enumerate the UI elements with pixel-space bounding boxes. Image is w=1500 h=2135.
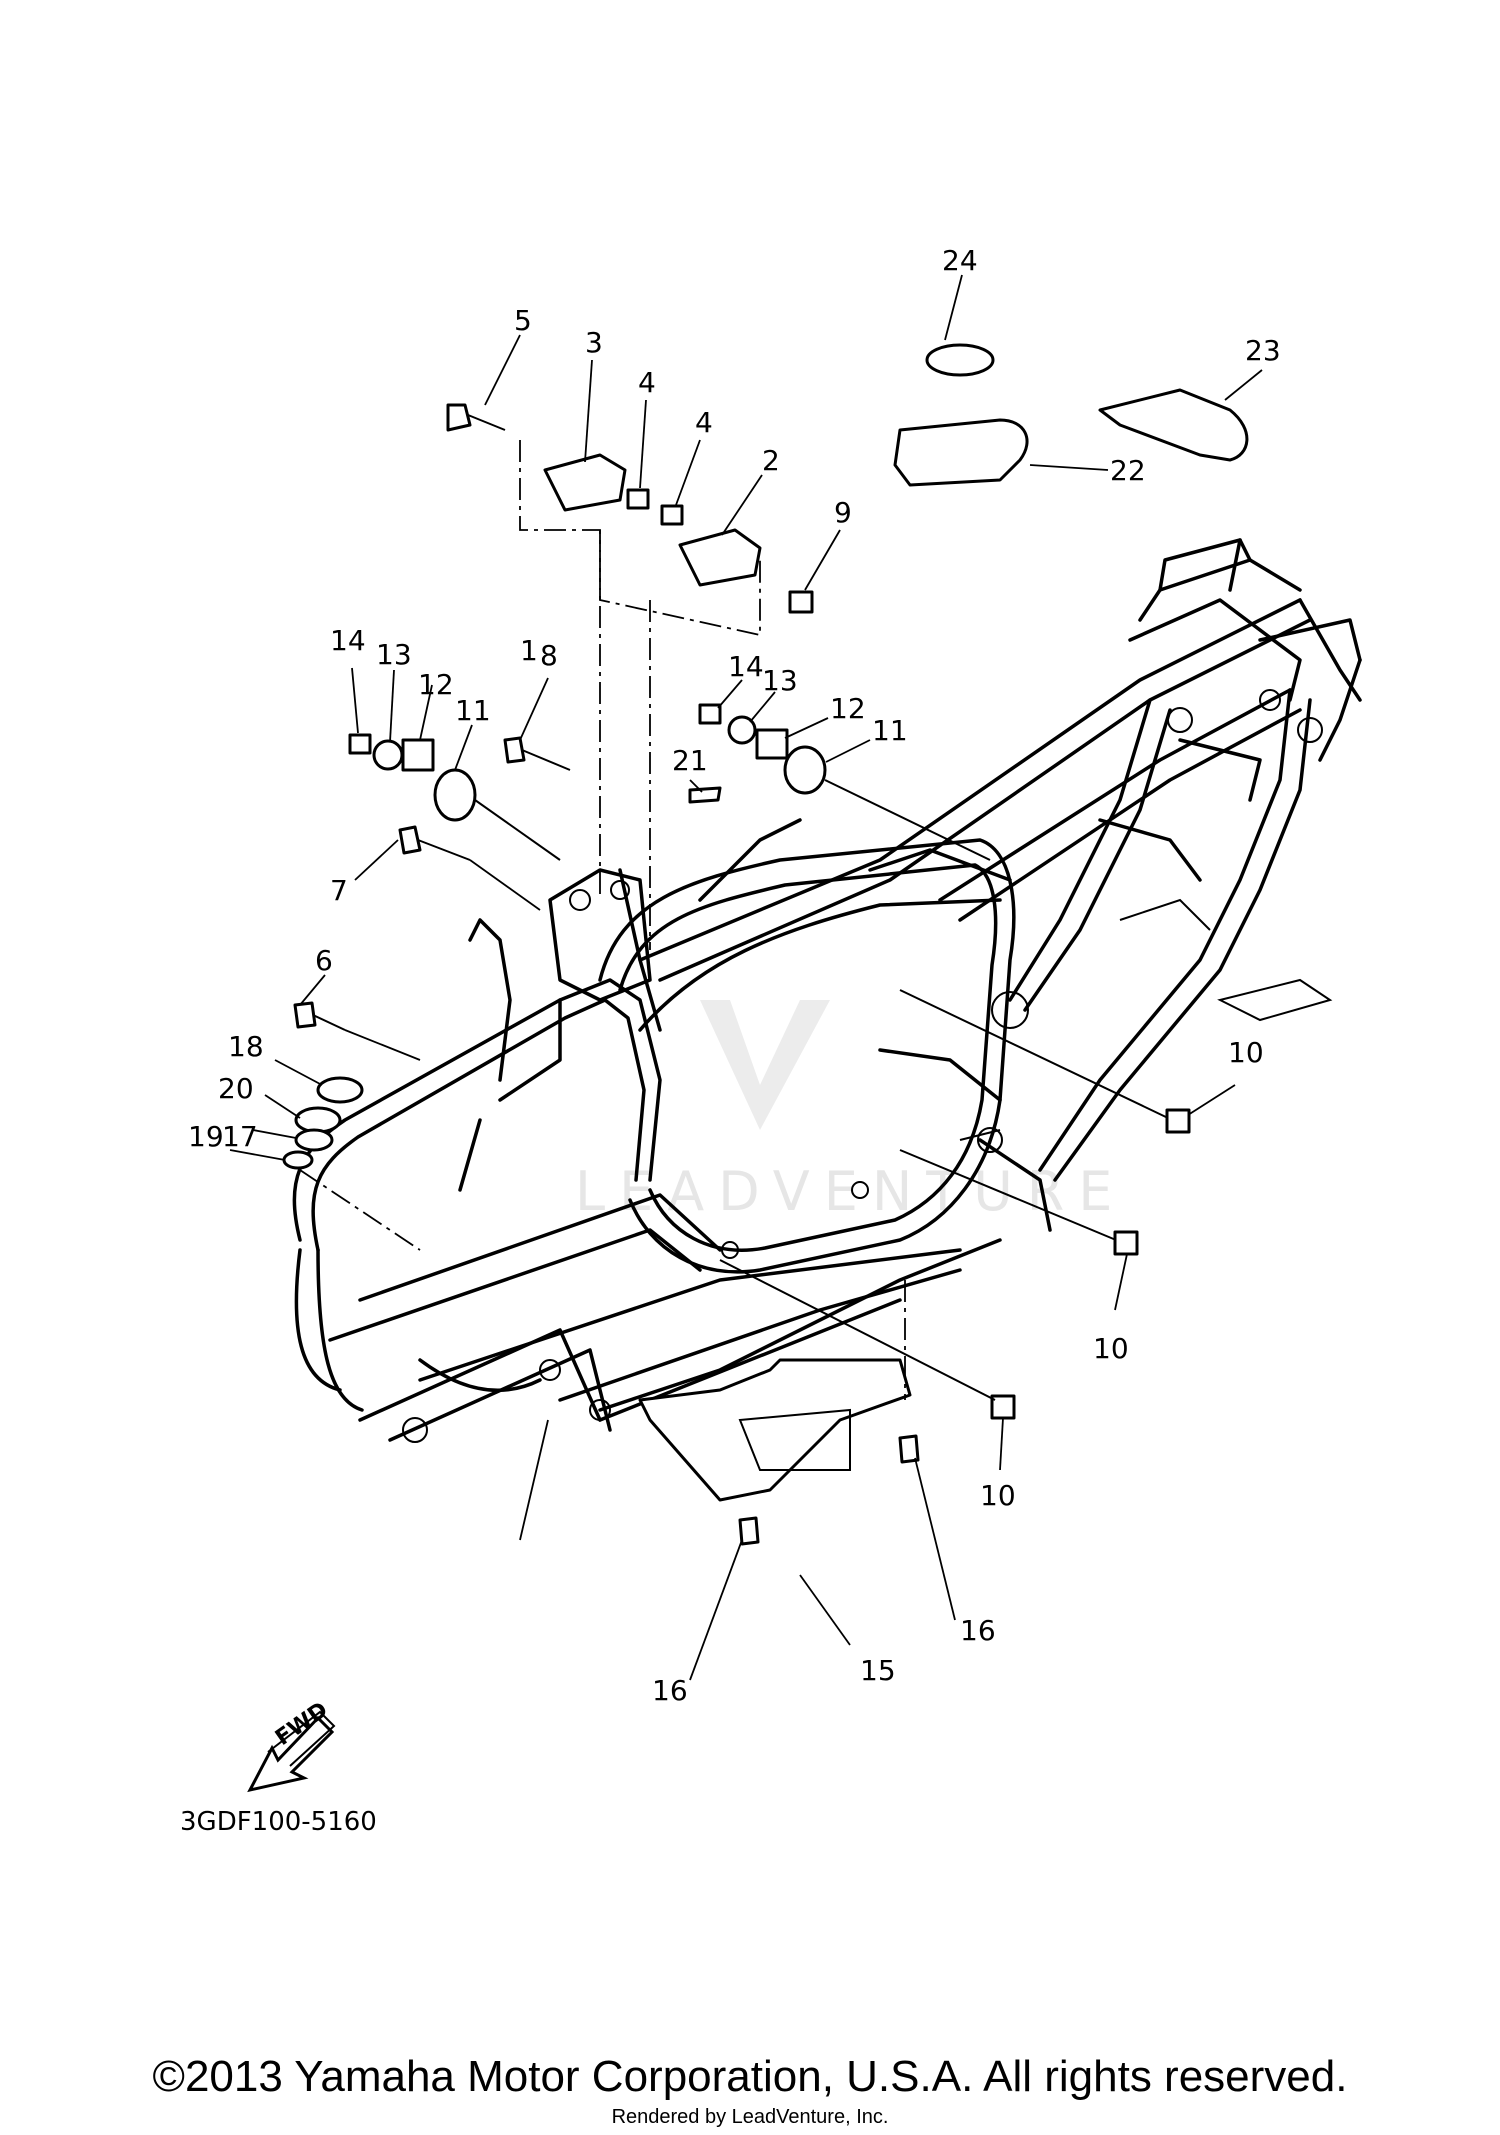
callout-9: 9 <box>834 496 852 529</box>
callout-4-b: 4 <box>695 406 713 439</box>
callout-8: 8 <box>540 639 558 672</box>
watermark-logo: LEADVENTURE <box>575 1000 1112 1223</box>
pad-22-shape <box>893 418 1029 487</box>
nut-10-a-shape <box>1165 1108 1191 1134</box>
callout-14-a: 14 <box>330 624 366 657</box>
fwd-arrow-icon: FWD <box>247 1697 336 1793</box>
bolt-5-shape <box>446 403 472 432</box>
callout-21: 21 <box>672 744 708 777</box>
callout-11-b: 11 <box>872 714 908 747</box>
label-24-shape <box>925 343 995 377</box>
plate-15-shape <box>638 1358 912 1502</box>
nut-10-b-shape <box>1113 1230 1139 1256</box>
callout-24: 24 <box>942 244 978 277</box>
callout-13-a: 13 <box>376 638 412 671</box>
callout-22: 22 <box>1110 454 1146 487</box>
callout-1: 1 <box>520 634 538 667</box>
main-frame-drawing <box>292 538 1362 1443</box>
callout-15: 15 <box>860 1654 896 1687</box>
callout-7: 7 <box>330 874 348 907</box>
callout-3: 3 <box>585 326 603 359</box>
callout-12-a: 12 <box>418 668 454 701</box>
bracket-2-shape <box>678 528 762 587</box>
callout-12-b: 12 <box>830 692 866 725</box>
callout-20: 20 <box>218 1072 254 1105</box>
callout-10-a: 10 <box>1228 1036 1264 1069</box>
callout-17: 17 <box>222 1120 258 1153</box>
callout-19: 19 <box>188 1120 224 1153</box>
callout-11-a: 11 <box>455 694 491 727</box>
rendered-by-credit: Rendered by LeadVenture, Inc. <box>611 2106 889 2128</box>
callout-13-b: 13 <box>762 664 798 697</box>
callout-5: 5 <box>514 304 532 337</box>
callout-labels: 1 2 3 4 4 5 6 7 8 9 10 10 10 11 11 12 12… <box>188 244 1281 1707</box>
callout-23: 23 <box>1245 334 1281 367</box>
callout-10-b: 10 <box>1093 1332 1129 1365</box>
holder-23-shape <box>1098 388 1249 462</box>
diagram-code: 3GDF100-5160 <box>180 1807 377 1837</box>
callout-2: 2 <box>762 444 780 477</box>
callout-14-b: 14 <box>728 650 764 683</box>
callout-16-a: 16 <box>960 1614 996 1647</box>
callout-10-c: 10 <box>980 1479 1016 1512</box>
copyright-notice: ©2013 Yamaha Motor Corporation, U.S.A. A… <box>152 2052 1348 2101</box>
callout-leaders <box>229 274 1263 1681</box>
parts-drawing <box>282 343 1249 1546</box>
bracket-3-shape <box>543 453 627 512</box>
callout-4-a: 4 <box>638 366 656 399</box>
callout-16-b: 16 <box>652 1674 688 1707</box>
callout-18: 18 <box>228 1030 264 1063</box>
callout-6: 6 <box>315 944 333 977</box>
